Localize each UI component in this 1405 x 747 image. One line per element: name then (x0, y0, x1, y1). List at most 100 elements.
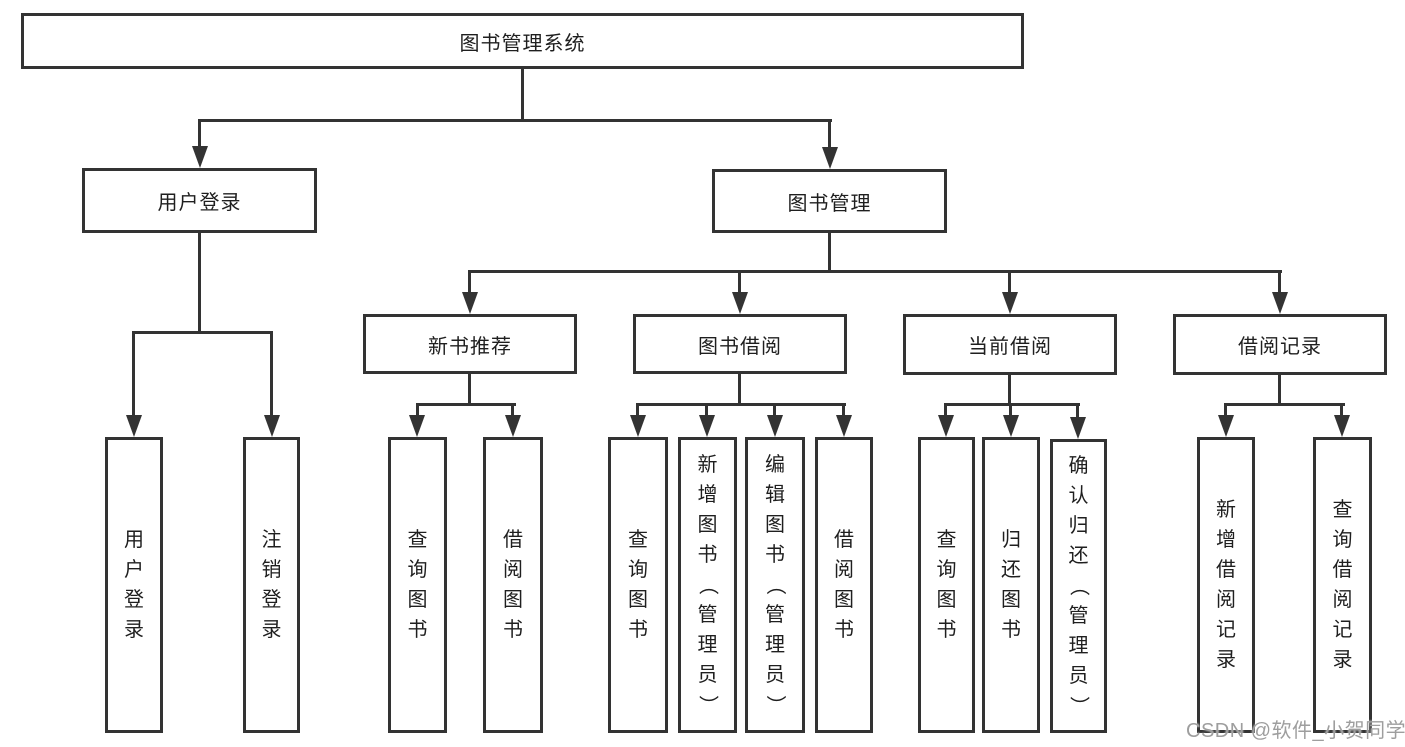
node-label-char: 图 (697, 514, 718, 536)
node-label-char: 员 (1068, 665, 1089, 687)
node-label-char: 理 (697, 634, 718, 656)
node-label-char: 书 (936, 619, 957, 641)
connector-line (416, 403, 516, 406)
connector-line (1008, 270, 1011, 296)
node-label-char: 书 (697, 544, 718, 566)
node-add-borrow-record: 新增借阅记录 (1197, 437, 1255, 733)
connector-line (198, 119, 201, 149)
node-label-char: 登 (124, 589, 144, 611)
node-query-books-recommend: 查询图书 (388, 437, 447, 733)
node-label-char: 图 (936, 589, 957, 611)
connector-line (416, 403, 419, 417)
node-query-books-current: 查询图书 (918, 437, 975, 733)
node-label-char: 录 (1332, 649, 1353, 671)
arrow-down-icon (409, 415, 425, 437)
connector-line (132, 331, 135, 417)
node-return-books: 归还图书 (982, 437, 1040, 733)
node-label-char: 书 (628, 619, 648, 641)
arrow-down-icon (462, 292, 478, 314)
connector-line (705, 403, 708, 417)
connector-line (198, 233, 201, 334)
node-label: 借阅记录 (1238, 336, 1322, 358)
arrow-down-icon (1272, 292, 1288, 314)
node-new-book-recommend: 新书推荐 (363, 314, 577, 374)
node-label-char: 询 (1332, 529, 1353, 551)
connector-line (198, 119, 832, 122)
node-book-management: 图书管理 (712, 169, 947, 233)
node-label-char: 辑 (765, 484, 785, 506)
node-label-char: 阅 (503, 559, 523, 581)
node-label-char: ） (764, 695, 786, 715)
node-label-char: 图 (765, 514, 785, 536)
node-label-char: 管 (697, 604, 718, 626)
connector-line (828, 119, 831, 150)
connector-line (1224, 403, 1345, 406)
node-label-char: 书 (765, 544, 785, 566)
arrow-down-icon (822, 147, 838, 169)
node-label: 当前借阅 (968, 336, 1052, 358)
node-query-borrow-record: 查询借阅记录 (1313, 437, 1372, 733)
node-label-char: 借 (503, 529, 523, 551)
node-label-char: 销 (261, 559, 282, 581)
node-edit-books-admin: 编辑图书（管理员） (745, 437, 805, 733)
node-label-char: 录 (1216, 649, 1236, 671)
node-label-char: 阅 (834, 559, 854, 581)
node-user-login-action: 用户登录 (105, 437, 163, 733)
node-label-char: 书 (1001, 619, 1021, 641)
arrow-down-icon (1070, 417, 1086, 439)
connector-line (468, 374, 471, 406)
connector-line (521, 69, 524, 121)
node-label-char: 用 (124, 529, 144, 551)
node-label-char: 员 (697, 664, 718, 686)
node-label-char: 借 (1332, 559, 1353, 581)
connector-line (511, 403, 514, 417)
connector-line (1224, 403, 1227, 417)
node-label-char: 查 (936, 529, 957, 551)
connector-line (468, 270, 1282, 273)
node-label-char: 书 (834, 619, 854, 641)
node-label-char: 理 (1068, 635, 1089, 657)
node-label-char: 注 (261, 529, 282, 551)
node-label-char: 书 (407, 619, 428, 641)
node-label-char: 确 (1068, 455, 1089, 477)
connector-line (1278, 375, 1281, 406)
node-label-char: 归 (1001, 529, 1021, 551)
connector-line (270, 331, 273, 417)
arrow-down-icon (1334, 415, 1350, 437)
node-label-char: 增 (697, 484, 718, 506)
node-label-char: 书 (503, 619, 523, 641)
node-label-char: 户 (124, 559, 144, 581)
node-label-char: 图 (1001, 589, 1021, 611)
arrow-down-icon (1002, 292, 1018, 314)
node-label-char: 图 (834, 589, 854, 611)
node-label-char: 还 (1001, 559, 1021, 581)
node-label-char: （ (764, 575, 786, 595)
node-label-char: 图 (628, 589, 648, 611)
arrow-down-icon (1003, 415, 1019, 437)
node-label-char: 借 (834, 529, 854, 551)
arrow-down-icon (505, 415, 521, 437)
node-confirm-return-admin: 确认归还（管理员） (1050, 439, 1107, 733)
node-label-char: 阅 (1216, 589, 1236, 611)
node-label-char: 新 (697, 454, 718, 476)
node-borrow-books-recommend: 借阅图书 (483, 437, 543, 733)
node-label-char: 记 (1332, 619, 1353, 641)
node-label-char: 新 (1216, 499, 1236, 521)
connector-line (944, 403, 947, 417)
node-label-char: 还 (1068, 545, 1089, 567)
connector-line (468, 270, 471, 296)
node-label-char: 编 (765, 454, 785, 476)
node-label-char: 增 (1216, 529, 1236, 551)
node-user-login: 用户登录 (82, 168, 317, 233)
node-label-char: 理 (765, 634, 785, 656)
node-label-char: 借 (1216, 559, 1236, 581)
connector-line (636, 403, 639, 417)
node-label-char: 管 (765, 604, 785, 626)
node-label: 图书管理 (787, 192, 872, 215)
node-label-char: （ (696, 575, 719, 595)
node-label-char: 录 (261, 619, 282, 641)
node-label-char: 询 (628, 559, 648, 581)
node-borrow-books-action: 借阅图书 (815, 437, 873, 733)
node-label: 图书借阅 (698, 335, 782, 358)
